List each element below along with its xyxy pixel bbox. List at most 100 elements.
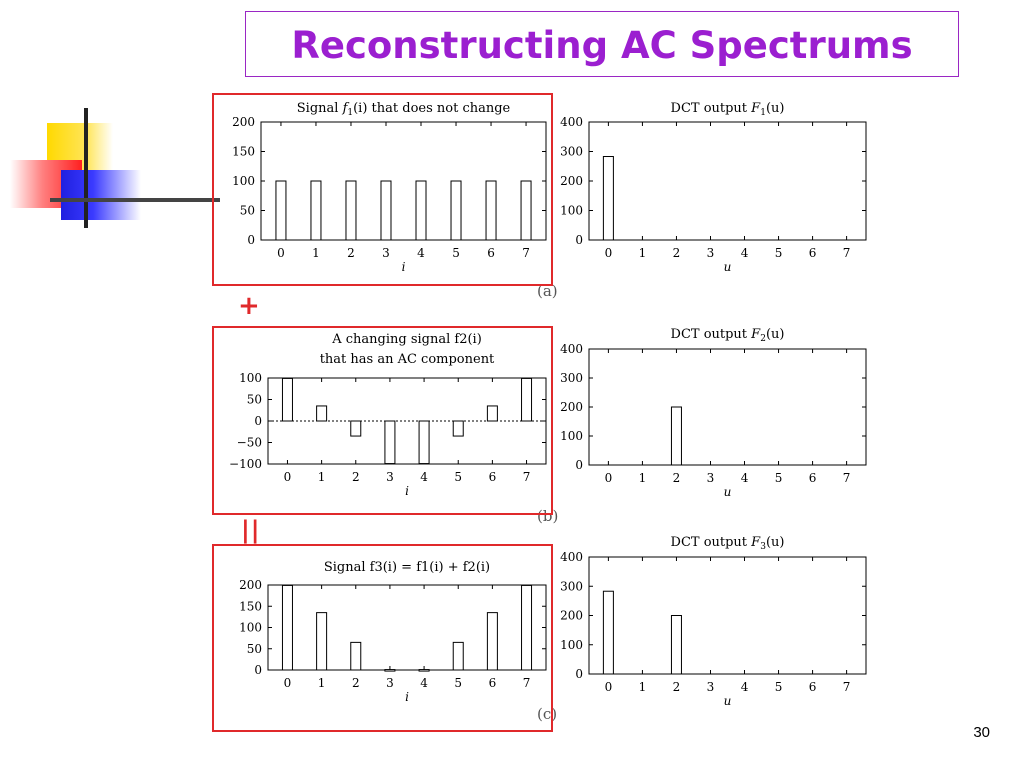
chart6-xtick-label: 5 [775,680,783,694]
chart3-ytick-label: 100 [239,371,262,385]
chart1-ytick-label: 200 [232,115,255,129]
corner-decoration [10,108,220,230]
chart6-xtick-label: 4 [741,680,749,694]
chart3-xtick-label: 2 [352,470,360,484]
chart1-xtick-label: 7 [522,246,530,260]
chart5-ytick-label: 100 [239,621,262,635]
chart4-title: DCT output F2(u) [671,327,785,344]
chart1-bar [310,180,322,241]
highlight-box-a [212,93,553,286]
chart3-title-line2: that has an AC component [320,352,495,367]
chart1-ytick-label: 150 [232,145,255,159]
chart6-bar [602,590,614,675]
chart1-xtick-label: 2 [347,246,355,260]
chart2-ytick-label: 200 [560,174,583,188]
chart4-xtick-label: 7 [843,471,851,485]
chart5-xtick-label: 7 [523,676,531,690]
chart5-bar [281,584,293,671]
chart6-ytick-label: 200 [560,609,583,623]
chart6-xtick-label: 3 [707,680,715,694]
chart1-ytick-label: 50 [240,204,255,218]
chart5-bar [384,669,396,672]
chart4-xtick-label: 0 [605,471,613,485]
chart2-xtick-label: 2 [673,246,681,260]
chart3-xtick-label: 4 [420,470,428,484]
chart5-xtick-label: 1 [318,676,326,690]
chart2-xtick-label: 0 [605,246,613,260]
chart6-ytick-label: 0 [575,667,583,681]
chart4-xlabel: u [724,485,732,499]
chart1-ytick-label: 0 [247,233,255,247]
chart3-bar [418,420,430,465]
chart3-bar [384,420,396,465]
chart5-ytick-label: 50 [247,642,262,656]
chart1-bar [380,180,392,241]
chart6-xtick-label: 7 [843,680,851,694]
chart6-xtick-label: 0 [605,680,613,694]
chart4-ytick-label: 400 [560,342,583,356]
chart4-ytick-label: 300 [560,371,583,385]
chart4-xtick-label: 4 [741,471,749,485]
chart3-bar [452,420,464,437]
chart3-bar [316,405,328,422]
chart2-xtick-label: 7 [843,246,851,260]
chart1-xtick-label: 4 [417,246,425,260]
equals-sign: || [241,516,261,544]
chart1-bar [485,180,497,241]
chart3-ytick-label: −50 [237,436,262,450]
highlight-box-b [212,326,553,515]
chart2-title: DCT output F1(u) [671,101,785,118]
chart5-bar [350,641,362,671]
chart5-xtick-label: 5 [454,676,462,690]
chart2-xlabel: u [724,260,732,274]
chart3-bar [281,377,293,422]
chart3-bar [350,420,362,437]
chart1-xtick-label: 1 [312,246,320,260]
chart5-xtick-label: 2 [352,676,360,690]
chart5-xtick-label: 3 [386,676,394,690]
chart1-xtick-label: 6 [487,246,495,260]
chart1-bar [415,180,427,241]
chart1-bar [450,180,462,241]
chart1-bar [520,180,532,241]
chart5-ytick-label: 200 [239,578,262,592]
chart1-xtick-label: 3 [382,246,390,260]
chart3-ytick-label: 0 [254,414,262,428]
chart5-ytick-label: 0 [254,663,262,677]
chart5-bar [452,641,464,671]
chart6-ytick-label: 100 [560,638,583,652]
chart5-bar [418,669,430,672]
chart2-xtick-label: 6 [809,246,817,260]
chart4-xtick-label: 2 [673,471,681,485]
chart3-xtick-label: 5 [454,470,462,484]
chart5-xtick-label: 4 [420,676,428,690]
chart2-ytick-label: 100 [560,204,583,218]
chart6-xtick-label: 6 [809,680,817,694]
chart6-ytick-label: 400 [560,550,583,564]
chart3-xlabel: i [405,484,409,498]
chart2-ytick-label: 0 [575,233,583,247]
chart6-xlabel: u [724,694,732,708]
chart4-xtick-label: 1 [639,471,647,485]
vertical-line [84,108,88,228]
chart3-bar [486,405,498,422]
chart5-bar [486,612,498,671]
chart1-ytick-label: 100 [232,174,255,188]
chart6-title: DCT output F3(u) [671,535,785,552]
chart3-xtick-label: 0 [284,470,292,484]
chart1-title: Signal f1(i) that does not change [297,101,511,118]
chart1-xlabel: i [402,260,406,274]
chart1-xtick-label: 5 [452,246,460,260]
chart4-ytick-label: 200 [560,400,583,414]
chart3-xtick-label: 1 [318,470,326,484]
chart6-xtick-label: 2 [673,680,681,694]
chart4-xtick-label: 6 [809,471,817,485]
chart2-xtick-label: 5 [775,246,783,260]
chart4-xtick-label: 3 [707,471,715,485]
horizontal-line [50,198,220,202]
page-number: 30 [973,724,990,741]
chart2-xtick-label: 1 [639,246,647,260]
chart4-ytick-label: 0 [575,458,583,472]
chart4-ytick-label: 100 [560,429,583,443]
chart5-ytick-label: 150 [239,599,262,613]
